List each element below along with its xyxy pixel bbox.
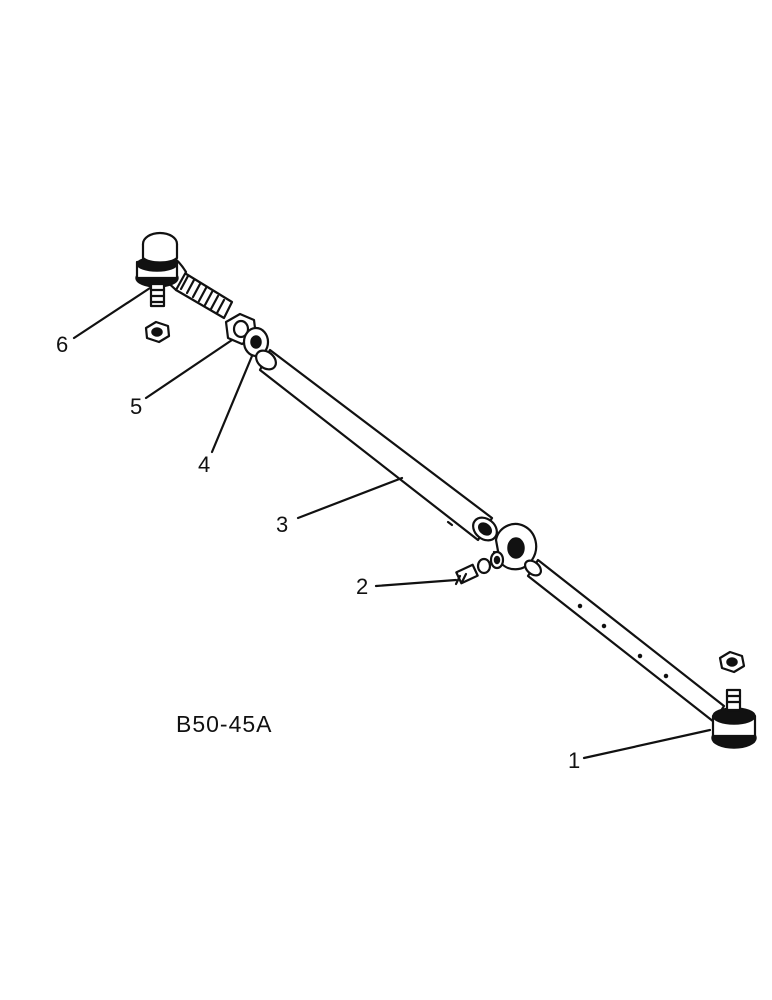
part-6-left-tie-rod-end: [135, 231, 234, 344]
leader-3: [296, 476, 404, 520]
leader-5: [144, 338, 234, 400]
leader-6: [72, 286, 152, 340]
part-3-tube: [255, 348, 498, 542]
callout-2: 2: [356, 574, 368, 599]
part-2-clamp-bolt: [454, 550, 505, 586]
leader-2: [374, 578, 458, 588]
leader-4: [210, 354, 254, 454]
callout-5: 5: [130, 394, 142, 419]
part-1-right-tie-rod-end: [524, 558, 757, 749]
figure-id: B50-45A: [176, 711, 273, 737]
callout-4: 4: [198, 452, 210, 477]
callout-1: 1: [568, 748, 580, 773]
leader-lines: [72, 286, 712, 760]
tube-clamp: [492, 522, 538, 571]
callout-6: 6: [56, 332, 68, 357]
part-4-washer: [242, 326, 270, 358]
callout-3: 3: [276, 512, 288, 537]
leader-1: [582, 728, 712, 760]
